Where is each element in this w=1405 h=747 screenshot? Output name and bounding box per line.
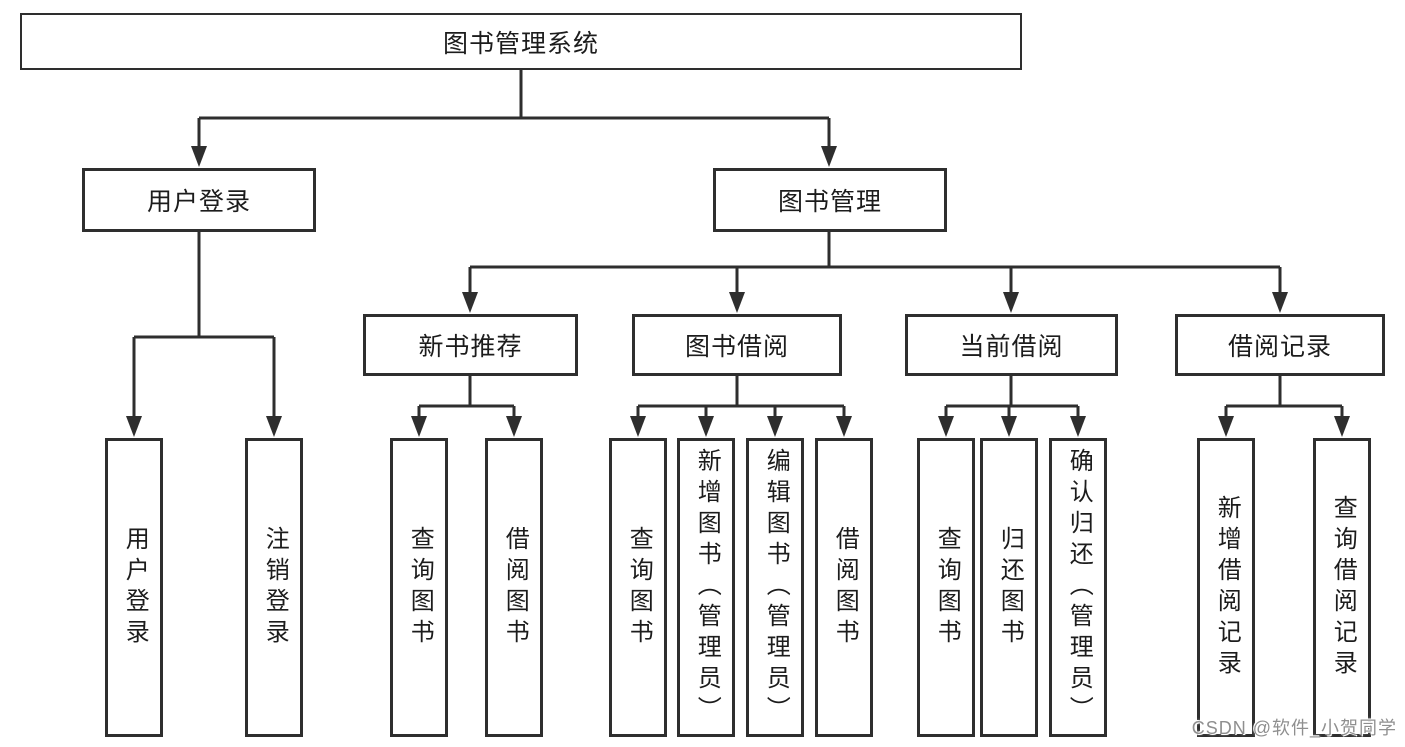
arrow-down-icon xyxy=(506,416,522,437)
arrow-down-icon xyxy=(698,416,714,437)
node-label: 编辑图书（管理员） xyxy=(762,448,790,727)
arrow-down-icon xyxy=(1001,416,1017,437)
node-label: 注销登录 xyxy=(261,525,289,650)
csdn-watermark: CSDN @软件_小贺同学 xyxy=(1191,718,1397,738)
connector-user-login-branch xyxy=(132,232,276,420)
leaf-return-books: 归还图书 xyxy=(980,438,1038,737)
arrow-down-icon xyxy=(938,416,954,437)
node-label: 新书推荐 xyxy=(418,333,523,361)
arrow-down-icon xyxy=(1272,292,1288,313)
connector-root-to-level2 xyxy=(197,70,831,150)
arrow-down-icon xyxy=(1003,292,1019,313)
node-label: 用户登录 xyxy=(121,525,149,650)
node-label: 新增借阅记录 xyxy=(1213,494,1241,681)
node-book-management: 图书管理 xyxy=(713,168,947,232)
arrowheads xyxy=(126,146,1350,437)
connector-borrow-record-branch xyxy=(1224,376,1344,420)
leaf-add-borrow-record: 新增借阅记录 xyxy=(1197,438,1255,737)
connector-book-management-branch xyxy=(468,232,1282,295)
leaf-add-books-admin: 新增图书（管理员） xyxy=(677,438,735,737)
leaf-query-borrow-record: 查询借阅记录 xyxy=(1313,438,1371,737)
node-label: 归还图书 xyxy=(996,525,1024,650)
node-user-login: 用户登录 xyxy=(82,168,316,232)
connector-new-book-branch xyxy=(417,376,516,420)
leaf-query-books-current: 查询图书 xyxy=(917,438,975,737)
leaf-confirm-return-admin: 确认归还（管理员） xyxy=(1049,438,1107,737)
node-book-borrow: 图书借阅 xyxy=(632,314,842,376)
leaf-query-books-recommend: 查询图书 xyxy=(390,438,448,737)
node-label: 查询图书 xyxy=(933,525,961,650)
node-label: 查询图书 xyxy=(625,525,653,650)
node-label: 查询图书 xyxy=(406,525,434,650)
arrow-down-icon xyxy=(821,146,837,167)
node-label: 查询借阅记录 xyxy=(1329,494,1357,681)
node-new-book-recommend: 新书推荐 xyxy=(363,314,578,376)
node-label: 新增图书（管理员） xyxy=(693,448,721,727)
node-label: 借阅图书 xyxy=(831,525,859,650)
leaf-user-login: 用户登录 xyxy=(105,438,163,737)
arrow-down-icon xyxy=(266,416,282,437)
node-label: 确认归还（管理员） xyxy=(1065,448,1093,727)
node-label: 借阅记录 xyxy=(1227,333,1332,361)
arrow-down-icon xyxy=(191,146,207,167)
arrow-down-icon xyxy=(126,416,142,437)
arrow-down-icon xyxy=(767,416,783,437)
node-label: 图书借阅 xyxy=(684,333,789,361)
leaf-logout: 注销登录 xyxy=(245,438,303,737)
node-root: 图书管理系统 xyxy=(20,13,1022,70)
arrow-down-icon xyxy=(462,292,478,313)
connector-current-borrow-branch xyxy=(944,376,1080,420)
arrow-down-icon xyxy=(729,292,745,313)
arrow-down-icon xyxy=(836,416,852,437)
node-label: 图书管理系统 xyxy=(442,29,599,58)
leaf-edit-books-admin: 编辑图书（管理员） xyxy=(746,438,804,737)
node-label: 借阅图书 xyxy=(501,525,529,650)
arrow-down-icon xyxy=(1334,416,1350,437)
arrow-down-icon xyxy=(630,416,646,437)
node-label: 用户登录 xyxy=(146,188,251,216)
arrow-down-icon xyxy=(1070,416,1086,437)
node-current-borrow: 当前借阅 xyxy=(905,314,1118,376)
arrow-down-icon xyxy=(411,416,427,437)
leaf-borrow-books-recommend: 借阅图书 xyxy=(485,438,543,737)
node-label: 图书管理 xyxy=(777,188,882,216)
arrow-down-icon xyxy=(1218,416,1234,437)
leaf-borrow-books: 借阅图书 xyxy=(815,438,873,737)
leaf-query-books-borrow: 查询图书 xyxy=(609,438,667,737)
node-label: 当前借阅 xyxy=(959,333,1064,361)
node-borrow-record: 借阅记录 xyxy=(1175,314,1385,376)
connector-book-borrow-branch xyxy=(636,376,846,420)
